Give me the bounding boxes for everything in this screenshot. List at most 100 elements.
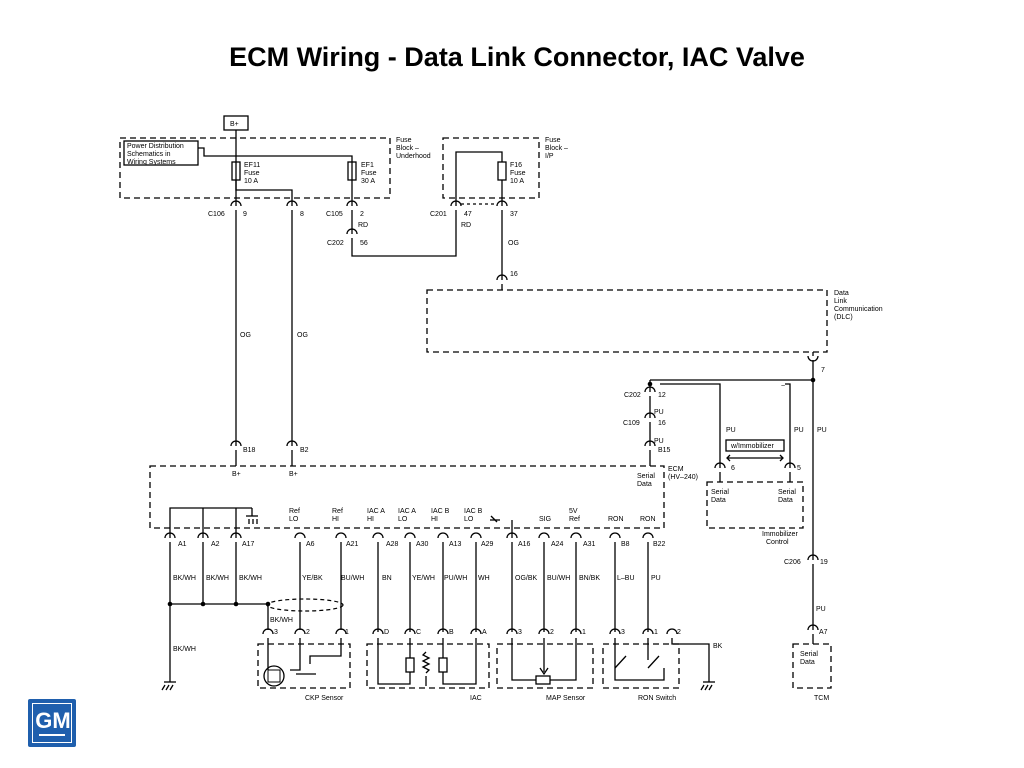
- svg-text:6: 6: [731, 465, 735, 472]
- bplus-label: B+: [230, 121, 239, 128]
- svg-text:YE/BK: YE/BK: [302, 575, 323, 582]
- svg-text:IAC A: IAC A: [398, 508, 416, 515]
- map-resistor: [535, 675, 551, 685]
- svg-text:A31: A31: [583, 541, 596, 548]
- svg-text:BN: BN: [382, 575, 392, 582]
- svg-text:RON: RON: [608, 516, 624, 523]
- svg-text:LO: LO: [289, 516, 299, 523]
- svg-text:A24: A24: [551, 541, 564, 548]
- svg-text:Ref: Ref: [569, 516, 580, 523]
- svg-text:~: ~: [781, 383, 785, 390]
- svg-text:2: 2: [306, 629, 310, 636]
- svg-text:BK/WH: BK/WH: [270, 617, 293, 624]
- connector-pin: [570, 532, 582, 539]
- svg-text:Link: Link: [834, 298, 847, 305]
- immobilizer-option-box: [725, 439, 785, 452]
- svg-text:3: 3: [518, 629, 522, 636]
- svg-text:OG: OG: [508, 240, 519, 247]
- fuse-block-underhood: [119, 137, 391, 199]
- svg-text:A: A: [482, 629, 487, 636]
- iac-coil-a: [405, 657, 415, 673]
- svg-text:A1: A1: [178, 541, 187, 548]
- svg-text:F16: F16: [510, 162, 522, 169]
- svg-text:EF1: EF1: [361, 162, 374, 169]
- svg-text:A29: A29: [481, 541, 494, 548]
- svg-text:B15: B15: [658, 447, 671, 454]
- svg-text:Fuse: Fuse: [244, 170, 260, 177]
- connector-pin: [335, 628, 347, 635]
- svg-text:w/Immobilizer: w/Immobilizer: [730, 443, 774, 450]
- svg-text:12: 12: [658, 392, 666, 399]
- svg-text:A2: A2: [211, 541, 220, 548]
- svg-text:I/P: I/P: [545, 153, 554, 160]
- svg-text:YE/WH: YE/WH: [412, 575, 435, 582]
- tcm-box: [792, 643, 832, 689]
- ckp-sensor-box: [257, 643, 351, 689]
- svg-text:A16: A16: [518, 541, 531, 548]
- svg-text:C109: C109: [623, 420, 640, 427]
- connector-pin: [470, 532, 482, 539]
- svg-text:Serial: Serial: [711, 489, 729, 496]
- connector-pin: [294, 532, 306, 539]
- svg-text:7: 7: [821, 367, 825, 374]
- svg-text:Data: Data: [711, 497, 726, 504]
- connector-pin: [506, 532, 518, 539]
- svg-text:3: 3: [274, 629, 278, 636]
- svg-text:Fuse: Fuse: [361, 170, 377, 177]
- connector-pin: [372, 628, 384, 635]
- svg-text:Serial: Serial: [778, 489, 796, 496]
- svg-text:BN/BK: BN/BK: [579, 575, 600, 582]
- svg-text:C202: C202: [624, 392, 641, 399]
- svg-text:PU: PU: [817, 427, 827, 434]
- svg-text:(HV–240): (HV–240): [668, 474, 698, 481]
- svg-text:1: 1: [345, 629, 349, 636]
- svg-text:Wiring Systems: Wiring Systems: [127, 159, 176, 166]
- connector-pin: [570, 628, 582, 635]
- svg-text:5V: 5V: [569, 508, 578, 515]
- dlc-box: [426, 289, 828, 353]
- svg-text:PU: PU: [651, 575, 661, 582]
- svg-text:C106: C106: [208, 211, 225, 218]
- connector-pin: [164, 532, 176, 539]
- connector-pin: [609, 532, 621, 539]
- svg-text:PU: PU: [726, 427, 736, 434]
- connector-pin: [642, 628, 654, 635]
- svg-text:ECM: ECM: [668, 466, 684, 473]
- svg-text:IAC B: IAC B: [464, 508, 483, 515]
- svg-text:5: 5: [797, 465, 801, 472]
- ecm-box: [149, 465, 665, 529]
- svg-text:OG/BK: OG/BK: [515, 575, 538, 582]
- svg-text:PU: PU: [816, 606, 826, 613]
- svg-text:10 A: 10 A: [510, 178, 524, 185]
- svg-text:A30: A30: [416, 541, 429, 548]
- svg-text:Immobilizer: Immobilizer: [762, 531, 798, 538]
- svg-text:PU: PU: [654, 409, 664, 416]
- svg-text:PU/WH: PU/WH: [444, 575, 467, 582]
- svg-text:BK/WH: BK/WH: [173, 646, 196, 653]
- svg-text:OG: OG: [297, 332, 308, 339]
- svg-text:B18: B18: [243, 447, 256, 454]
- connector-pin: [197, 532, 209, 539]
- immobilizer-control-box: [706, 481, 804, 529]
- svg-text:BK: BK: [713, 643, 723, 650]
- ecm-connector-pins: [164, 532, 654, 539]
- svg-text:3: 3: [621, 629, 625, 636]
- svg-text:A17: A17: [242, 541, 255, 548]
- svg-text:Ref: Ref: [289, 508, 300, 515]
- connector-pin: [538, 532, 550, 539]
- connector-pin: [437, 628, 449, 635]
- iac-coil-b: [438, 657, 448, 673]
- svg-text:A21: A21: [346, 541, 359, 548]
- svg-text:16: 16: [658, 420, 666, 427]
- svg-text:C105: C105: [326, 211, 343, 218]
- svg-text:MAP Sensor: MAP Sensor: [546, 695, 586, 702]
- svg-text:Power Distribution: Power Distribution: [127, 143, 184, 150]
- gm-logo-text: GM: [35, 708, 71, 733]
- svg-text:Block –: Block –: [545, 145, 568, 152]
- svg-text:Fuse: Fuse: [396, 137, 412, 144]
- connector-pin: [372, 532, 384, 539]
- svg-text:C206: C206: [784, 559, 801, 566]
- svg-text:RON: RON: [640, 516, 656, 523]
- svg-text:PU: PU: [654, 438, 664, 445]
